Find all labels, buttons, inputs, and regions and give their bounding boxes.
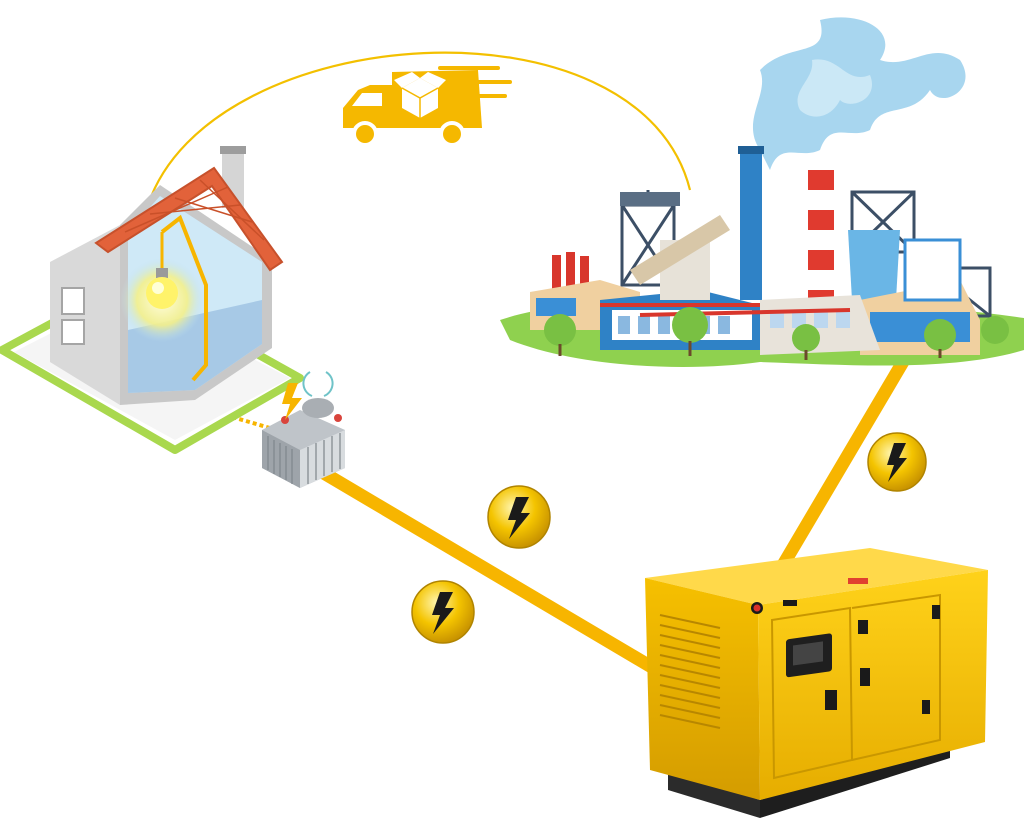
power-badge xyxy=(867,432,927,492)
lightning-bolt-icon xyxy=(432,592,454,634)
power-badge xyxy=(487,485,551,549)
vent-grille xyxy=(659,614,721,729)
factory-icon xyxy=(500,17,1024,367)
power-badge xyxy=(411,580,475,644)
factory-generator-line xyxy=(773,343,917,577)
transformer-icon xyxy=(262,371,345,488)
smoke-clouds xyxy=(752,17,966,170)
lightning-bolt-icon xyxy=(887,443,907,482)
house-factory-arc xyxy=(146,51,692,206)
diesel-generator-icon xyxy=(645,548,988,818)
lightning-bolt-icon xyxy=(508,497,530,539)
package-box-icon xyxy=(394,72,446,118)
delivery-truck-icon xyxy=(343,66,512,147)
transformer-generator-line xyxy=(315,465,667,679)
house-with-lightbulb-icon xyxy=(0,146,304,454)
lightbulb-icon xyxy=(146,268,178,309)
